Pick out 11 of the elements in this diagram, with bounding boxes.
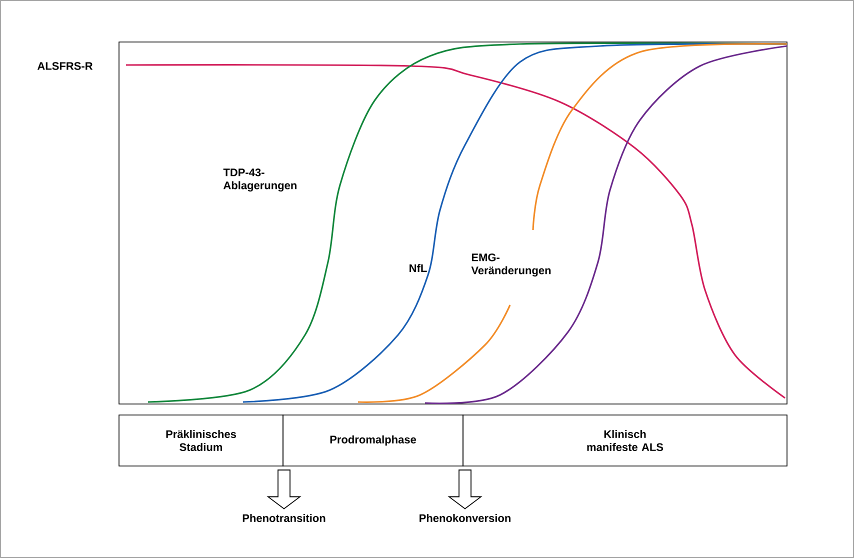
stage-box: Klinisch manifeste ALS (462, 414, 788, 466)
stage-box: Prodromalphase (282, 414, 464, 466)
curve-label: NfL (410, 264, 427, 272)
stage-box: Präklinisches Stadium (118, 414, 284, 466)
block-arrow (448, 470, 482, 510)
axis-label: ALSFRS-R (37, 62, 93, 70)
curve-label: TDP-43- Ablagerungen (223, 168, 296, 192)
stage-label: Phenotransition (242, 514, 326, 522)
stage-label: Phenokonversion (420, 514, 510, 522)
curve-label: EMG- Veränderungen (471, 254, 551, 276)
block-arrow (266, 470, 302, 510)
